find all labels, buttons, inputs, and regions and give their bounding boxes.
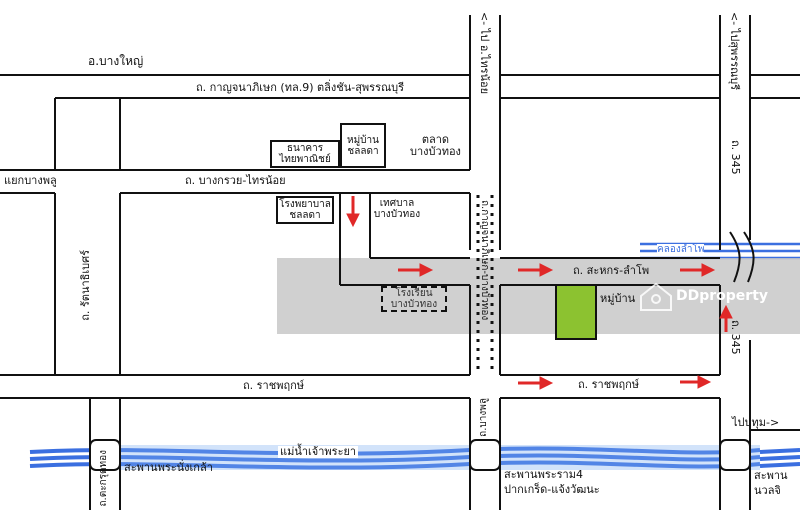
label-ratchaphruek-right: ถ. ราชพฤกษ์	[578, 378, 640, 391]
arrow-down-hospital	[346, 196, 360, 228]
place-municipality: เทศบาล บางบัวทอง	[373, 198, 421, 220]
arrow-right-1	[398, 263, 434, 277]
arrow-right-4	[518, 376, 554, 390]
label-bang-yai: อ.บางใหญ่	[88, 54, 144, 68]
label-bottom-mid-vertical: ถ.บางพลู	[478, 398, 489, 437]
label-bridge-nawalchai-2: นวลจิ	[754, 484, 781, 497]
label-kanchanaphisek: ถ. กาญจนาภิเษก (ทล.9) ตลิ่งชัน-สุพรรณบุร…	[196, 81, 405, 94]
place-school: โรงเรียน บางบัวทอง	[381, 286, 447, 312]
dotted-road	[476, 195, 494, 370]
place-village-chonlada: หมู่บ้าน ชลลดา	[340, 123, 386, 168]
direction-arrows	[346, 196, 733, 390]
label-rt-345-top: ถ. 345	[729, 140, 742, 175]
label-to-pathum: ไปปทุม->	[732, 416, 780, 429]
place-market: ตลาด บางบัวทอง	[410, 133, 461, 158]
label-sahakan-lamphai: ถ. สะหกร-ลำโพ	[573, 264, 650, 277]
place-village-right: หมู่บ้าน	[600, 292, 636, 305]
arrow-right-3	[680, 263, 716, 277]
place-bank: ธนาคาร ไทยพาณิชย์	[270, 140, 340, 168]
watermark-ddproperty: DDproperty	[676, 288, 769, 304]
label-rt-345-bottom: ถ. 345	[729, 320, 742, 355]
arrow-right-2	[518, 263, 554, 277]
label-pak-kret: ปากเกร็ด-แจ้งวัฒนะ	[504, 483, 600, 496]
arrow-right-5	[680, 375, 712, 389]
label-canal: คลองลำโพ	[657, 244, 705, 256]
label-to-suphanburi: <- ไปสุพรรณบุรี	[728, 12, 741, 91]
road-network	[0, 15, 800, 510]
label-river: แม่น้ำเจ้าพระยา	[278, 445, 359, 458]
label-ratchaphruek-left: ถ. ราชพฤกษ์	[243, 379, 305, 392]
place-hospital: โรงพยาบาล ชลลดา	[276, 196, 334, 224]
ddproperty-logo-icon	[640, 282, 672, 311]
label-bottom-left-vertical: ถ.ตะกรุดทอง	[98, 450, 109, 507]
label-bang-kruai-sai-noi: ถ. บางกรวย-ไทรน้อย	[185, 174, 286, 187]
label-rattanathibet: ถ. รัตนาธิเบศร์	[79, 250, 92, 321]
label-to-sai-noi: <- ไป อ.ไทรน้อย	[478, 12, 491, 95]
canal-bridge	[729, 231, 755, 283]
bridges	[89, 439, 751, 471]
label-bridge-nonthaburi: สะพานพระนั่งเกล้า	[124, 461, 213, 474]
label-bridge-rama4: สะพานพระราม4	[504, 468, 583, 481]
project-location	[555, 284, 597, 340]
arrow-up-345	[719, 304, 733, 332]
label-yaek-bang-phlu: แยกบางพลู	[4, 174, 57, 187]
label-mid-vertical: ถ.กาญจนาภิเษก-บางบัวทอง	[479, 200, 490, 321]
label-bridge-nawalchai-1: สะพาน	[754, 469, 788, 482]
